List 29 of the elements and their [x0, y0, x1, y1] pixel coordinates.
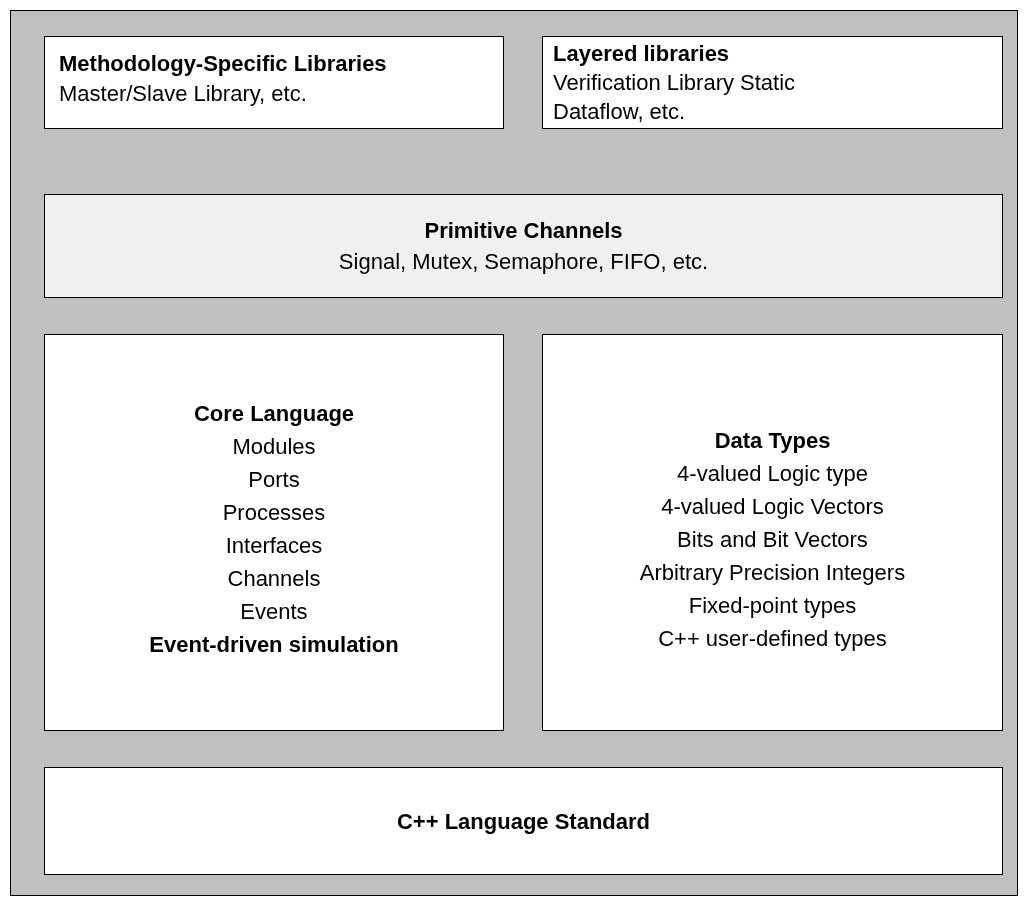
box-subtitle: Event-driven simulation [148, 631, 400, 659]
layer-box [44, 194, 1003, 298]
box-text: Master/Slave Library, etc. [59, 80, 308, 108]
library-box [542, 36, 1003, 129]
box-title: C++ Language Standard [395, 808, 652, 836]
box-title: Methodology-Specific Libraries [59, 50, 388, 78]
box-text: Modules [231, 433, 317, 461]
box-text: 4-valued Logic Vectors [660, 493, 885, 521]
box-text: Bits and Bit Vectors [676, 526, 869, 554]
box-text: Fixed-point types [687, 592, 858, 620]
box-text: Verification Library Static Dataflow, etc. [553, 69, 797, 126]
box-text: Signal, Mutex, Semaphore, FIFO, etc. [337, 248, 710, 276]
box-title: Core Language [192, 400, 356, 428]
box-title: Primitive Channels [423, 217, 624, 245]
layer-box [44, 767, 1003, 875]
outer-frame [10, 10, 1018, 896]
box-text: Events [239, 598, 309, 626]
box-text: Channels [226, 565, 322, 593]
layer-box [542, 334, 1003, 731]
box-title: Data Types [713, 427, 832, 455]
library-box [44, 36, 504, 129]
box-text: C++ user-defined types [657, 625, 888, 653]
box-text: Ports [247, 466, 301, 494]
box-text: Arbitrary Precision Integers [638, 559, 907, 587]
box-text: Interfaces [224, 532, 324, 560]
layer-box [44, 334, 504, 731]
box-text: 4-valued Logic type [676, 460, 869, 488]
box-title: Layered libraries [553, 40, 731, 68]
box-text: Processes [221, 499, 327, 527]
